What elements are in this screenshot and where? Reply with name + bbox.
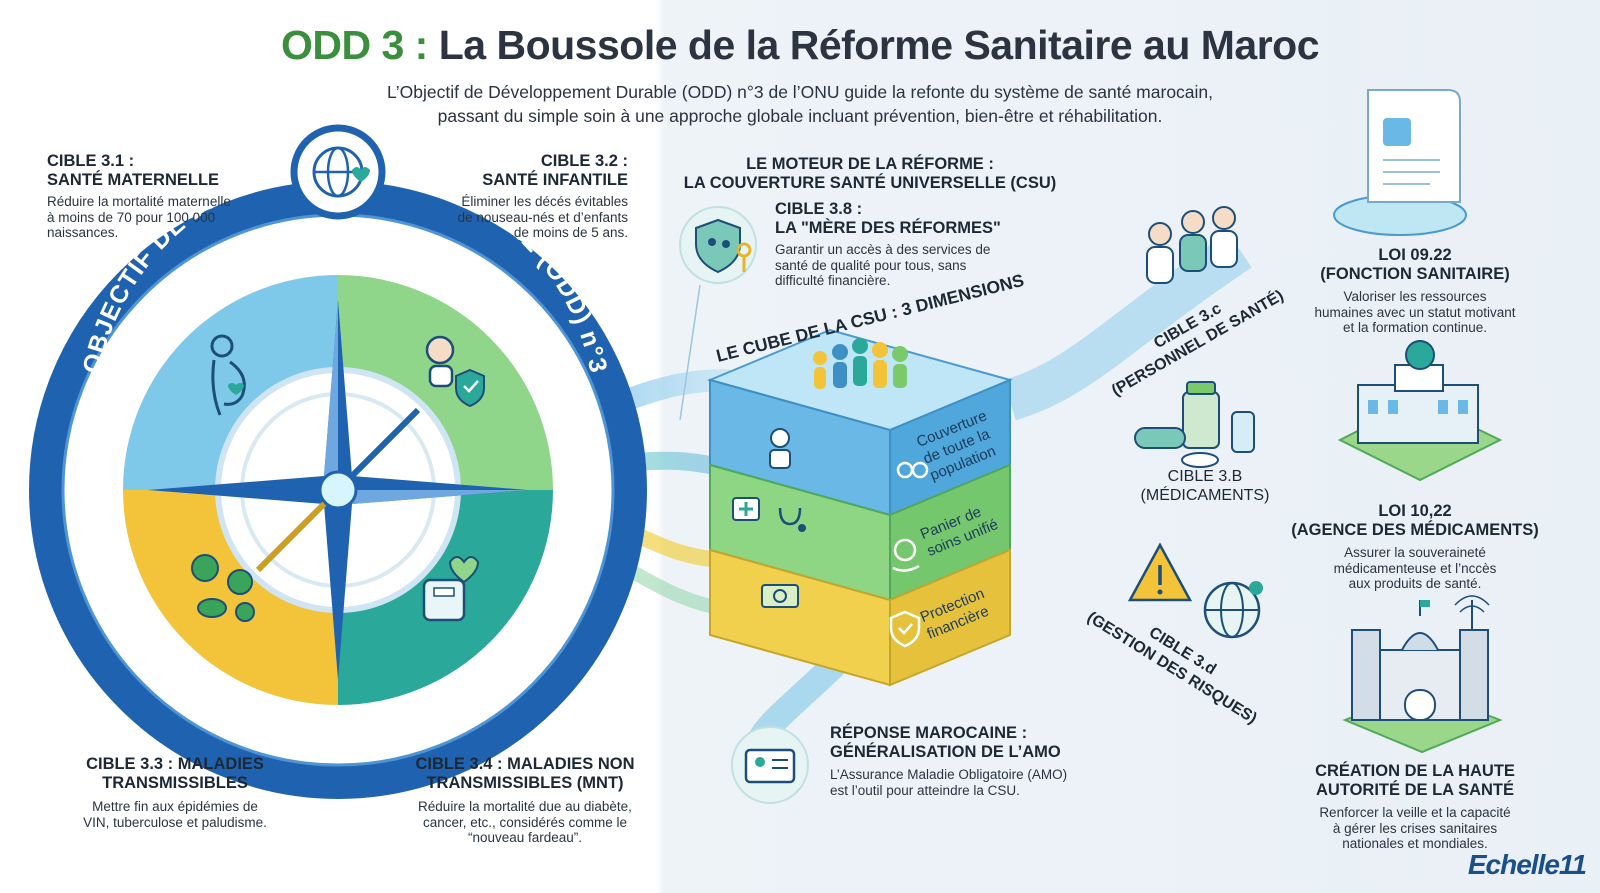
target-3-b-line2: (MÉDICAMENTS) (1140, 487, 1270, 504)
page-title: ODD 3 : La Boussole de la Réforme Sanita… (0, 22, 1600, 69)
law-09-22-head1: LOI 09.22 (1378, 246, 1452, 264)
people-icon (896, 461, 929, 479)
law-09-22-desc-1: Valoriser les ressources (1343, 289, 1487, 304)
shield-check-icon (889, 610, 921, 648)
target-3-1: CIBLE 3.1 : SANTÉ MATERNELLE Réduire la … (47, 152, 277, 241)
stethoscope-icon (778, 507, 806, 532)
target-3-1-head2: SANTÉ MATERNELLE (47, 171, 220, 189)
law-09-22-head2: (FONCTION SANITAIRE) (1320, 265, 1510, 283)
target-3-3-head2: TRANSMISSIBLES (102, 774, 248, 792)
target-3-4-desc-2: cancer, etc., considérés comme le (422, 814, 628, 830)
target-3-8-desc-3: difficulté financière. (775, 273, 891, 288)
health-authority: CRÉATION DE LA HAUTE AUTORITÉ DE LA SANT… (1290, 762, 1540, 852)
population-group-icon (813, 338, 908, 389)
baby-shield-icon (425, 335, 485, 408)
target-3-2-head2: SANTÉ INFANTILE (482, 171, 628, 189)
health-authority-desc-1: Renforcer la veille et la capacité (1319, 805, 1511, 820)
scale-heart-icon (422, 556, 480, 622)
target-3-3: CIBLE 3.3 : MALADIES TRANSMISSIBLES Mett… (30, 755, 320, 830)
target-3-b-line1: CIBLE 3.b (1167, 468, 1243, 485)
target-3-3-desc-1: Mettre fin aux épidémies de (92, 799, 258, 814)
agency-building-icon (1337, 340, 1503, 482)
law-document-icon (1333, 89, 1467, 236)
target-3-8-head2: LA "MÈRE DES RÉFORMES" (775, 219, 1001, 237)
law-10-22-head2: (AGENCE DES MÉDICAMENTS) (1291, 521, 1539, 539)
amo-desc-1: L’Assurance Maladie Obligatoire (AMO) (830, 767, 1068, 782)
target-3-1-head1: CIBLE 3.1 : (47, 152, 135, 170)
health-authority-desc-3: nationales et mondiales. (1342, 836, 1488, 851)
law-10-22-desc-3: aux produits de santé. (1348, 576, 1482, 591)
title-prefix: ODD 3 : (280, 22, 428, 68)
fortress-antenna-icon (1342, 595, 1503, 754)
target-3-2-head1: CIBLE 3.2 : (540, 152, 628, 170)
amo-block: RÉPONSE MAROCAINE : GÉNÉRALISATION DE L’… (830, 724, 1130, 798)
target-3-3-head1: CIBLE 3.3 : MALADIES (86, 755, 264, 773)
id-card-icon (731, 726, 809, 804)
subtitle-line-2: passant du simple soin à une approche gl… (437, 106, 1163, 126)
globe-hand-icon (892, 538, 920, 572)
motor-line2: LA COUVERTURE SANTÉ UNIVERSELLE (CSU) (683, 174, 1057, 192)
medicines-icon (1134, 381, 1255, 468)
watermark-logo: Echelle11 (1467, 849, 1587, 880)
law-10-22-desc-2: médicamenteuse et l’nccès (1333, 560, 1497, 576)
target-3-8-desc-1: Garantir un accès à des services de (775, 242, 991, 257)
law-10-22-head1: LOI 10,22 (1378, 502, 1452, 520)
target-3-4-desc-3: “nouveau fardeau”. (467, 830, 583, 845)
amo-head1: RÉPONSE MAROCAINE : (830, 724, 1028, 742)
target-3-2-desc-1: Éliminer les décés évitables (461, 194, 628, 209)
target-3-2: CIBLE 3.2 : SANTÉ INFANTILE Éliminer les… (410, 152, 628, 241)
target-3-8-desc-2: santé de qualité pour tous, sans (775, 257, 967, 273)
money-icon (761, 584, 799, 608)
target-3-1-desc-2: à moins de 70 pour 100 000 (47, 209, 216, 225)
law-09-22: LOI 09.22 (FONCTION SANITAIRE) Valoriser… (1290, 246, 1540, 336)
compass-star-icon (148, 300, 528, 680)
law-09-22-desc-2: humaines avec un statut motivant (1314, 304, 1516, 320)
doctor-icon (769, 428, 791, 469)
subtitle-line-1: L’Objectif de Développement Durable (ODD… (386, 82, 1214, 102)
warning-globe-icon (1127, 542, 1263, 639)
health-authority-head1: CRÉATION DE LA HAUTE (1315, 762, 1515, 780)
health-authority-desc-2: à gérer les crises sanitaires (1332, 820, 1498, 836)
target-3-8: CIBLE 3.8 : LA "MÈRE DES RÉFORMES" Garan… (775, 200, 1045, 289)
target-3-2-desc-3: de moins de 5 ans. (513, 225, 628, 240)
health-workers-icon (1146, 206, 1238, 284)
first-aid-kit-icon (732, 497, 760, 521)
target-3-4: CIBLE 3.4 : MALADIES NON TRANSMISSIBLES … (375, 755, 675, 846)
law-09-22-desc-3: et la formation continue. (1342, 320, 1488, 335)
target-3-3-desc-2: VIN, tuberculose et paludisme. (83, 814, 267, 830)
law-10-22-desc-1: Assurer la souveraineté (1344, 545, 1486, 560)
csu-cube: Couverture de toute la population Panier… (706, 328, 1014, 687)
target-3-4-head1: CIBLE 3.4 : MALADIES NON (415, 755, 635, 773)
motor-line1: LE MOTEUR DE LA RÉFORME : (746, 155, 994, 173)
title-rest: La Boussole de la Réforme Sanitaire au M… (427, 22, 1320, 68)
target-3-1-desc-3: naissances. (47, 225, 119, 240)
target-3-8-head1: CIBLE 3.8 : (775, 200, 863, 218)
target-3-2-desc-2: de nouseau-nés et d’enfants (457, 209, 628, 225)
pregnant-woman-icon (210, 334, 246, 416)
law-10-22: LOI 10,22 (AGENCE DES MÉDICAMENTS) Assur… (1290, 502, 1540, 592)
amo-head2: GÉNÉRALISATION DE L’AMO (830, 743, 1061, 761)
target-3-4-head2: TRANSMISSIBLES (MNT) (426, 774, 624, 792)
virus-icon (191, 554, 255, 622)
csu-shield-key-icon (679, 206, 757, 284)
target-3-b: CIBLE 3.b (MÉDICAMENTS) (1110, 467, 1300, 505)
subtitle: L’Objectif de Développement Durable (ODD… (300, 80, 1300, 128)
motor-heading: LE MOTEUR DE LA RÉFORME : LA COUVERTURE … (660, 155, 1080, 193)
target-3-1-desc-1: Réduire la mortalité maternelle (47, 194, 231, 209)
target-3-4-desc-1: Réduire la mortalité due au diabète, (418, 799, 632, 814)
health-authority-head2: AUTORITÉ DE LA SANTÉ (1315, 781, 1514, 799)
amo-desc-2: est l’outil pour atteindre la CSU. (830, 782, 1020, 798)
